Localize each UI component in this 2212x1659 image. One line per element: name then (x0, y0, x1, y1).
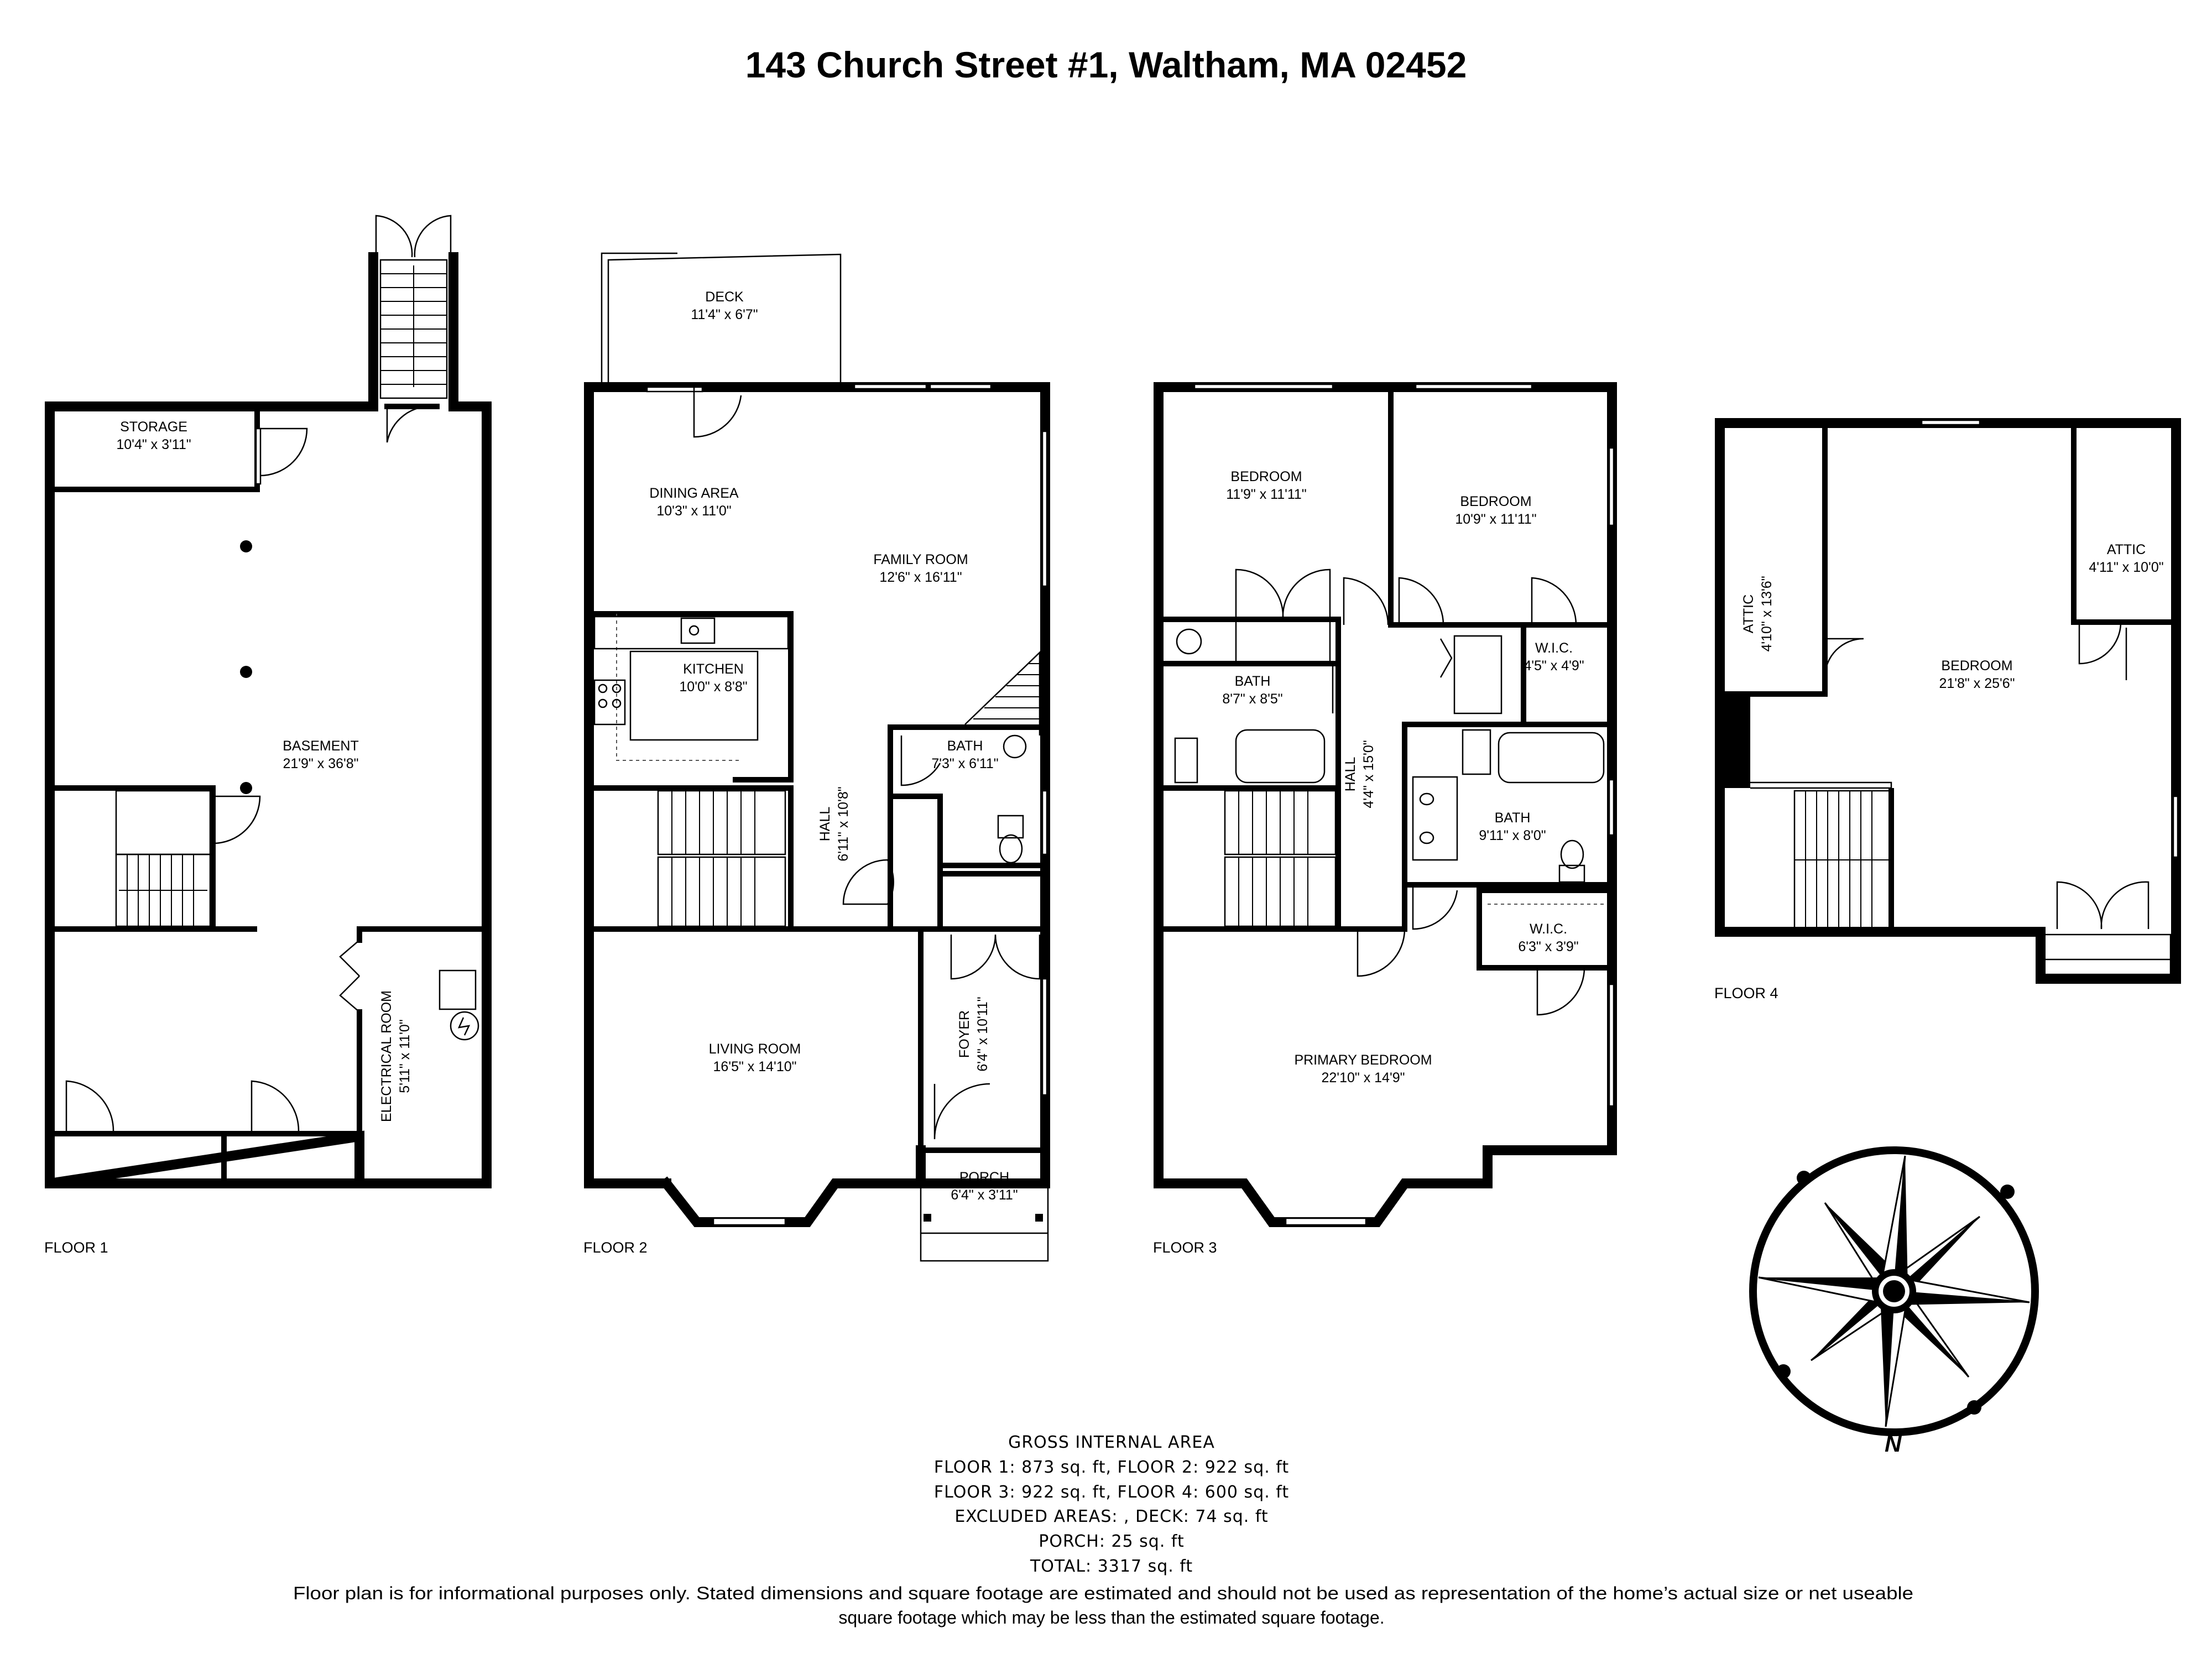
room-dim-storage: 10'4" x 3'11" (116, 437, 191, 452)
room-label-kitchen: KITCHEN (683, 661, 744, 677)
room-dim-kitchen: 10'0" x 8'8" (679, 679, 747, 695)
room-dim-foyer: 6'4" x 10'11" (975, 997, 990, 1071)
area-summary-line: FLOOR 1: 873 sq. ft, FLOOR 2: 922 sq. ft (934, 1458, 1289, 1477)
room-label-bedroom: BEDROOM (1941, 658, 2012, 674)
column-post (240, 782, 252, 794)
room-dim-deck: 11'4" x 6'7" (691, 307, 758, 322)
room-dim-basement: 21'9" x 36'8" (283, 756, 358, 771)
room-dim-electrical: 5'11" x 11'0" (397, 1019, 413, 1093)
room-dim-bedroom: 21'8" x 25'6" (1939, 676, 2015, 691)
room-dim-bedroom: 10'9" x 11'11" (1455, 512, 1536, 527)
floor3-stairs (1224, 790, 1337, 927)
room-dim-living: 16'5" x 14'10" (713, 1059, 796, 1074)
room-label-porch: PORCH (959, 1170, 1009, 1185)
area-summary-line: PORCH: 25 sq. ft (1039, 1532, 1184, 1551)
room-label-wic: W.I.C. (1535, 640, 1573, 656)
gross-internal-area-summary: GROSS INTERNAL AREA FLOOR 1: 873 sq. ft,… (934, 1433, 1289, 1576)
room-label-hall: HALL (1343, 757, 1358, 792)
compass-north-label: N (1885, 1431, 1902, 1457)
room-label-storage: STORAGE (120, 419, 187, 435)
floor-2-plan: DECK 11'4" x 6'7" DINING AREA 10'3" x 11… (583, 252, 1050, 1262)
room-label-dining: DINING AREA (649, 486, 738, 501)
stairs-up-to-floor-3 (964, 651, 1041, 735)
room-dim-bath: 7'3" x 6'11" (931, 756, 998, 771)
room-dim-family: 12'6" x 16'11" (879, 570, 962, 585)
floor-label: FLOOR 3 (1153, 1239, 1217, 1256)
room-label-basement: BASEMENT (283, 738, 359, 754)
page-title: 143 Church Street #1, Waltham, MA 02452 (745, 44, 1467, 85)
floor-4-plan: ATTIC 4'10" x 13'6" ATTIC 4'11" x 10'0" … (1714, 418, 2181, 1001)
room-label-wic: W.I.C. (1530, 921, 1567, 937)
floor-label: FLOOR 4 (1714, 985, 1778, 1001)
room-label-foyer: FOYER (957, 1010, 972, 1058)
floor-1-plan: STORAGE 10'4" x 3'11" BASEMENT 21'9" x 3… (44, 215, 492, 1256)
room-label-attic: ATTIC (2107, 542, 2146, 557)
room-label-family: FAMILY ROOM (873, 552, 968, 567)
room-label-bath: BATH (1495, 810, 1531, 826)
room-label-bath: BATH (1235, 674, 1271, 689)
room-label-primary-bedroom: PRIMARY BEDROOM (1294, 1052, 1432, 1068)
room-dim-primary-bedroom: 22'10" x 14'9" (1321, 1070, 1405, 1086)
area-summary-total: TOTAL: 3317 sq. ft (1030, 1557, 1193, 1576)
room-label-bath: BATH (947, 738, 983, 754)
disclaimer-line: square footage which may be less than th… (838, 1608, 1384, 1627)
room-label-bedroom: BEDROOM (1230, 469, 1302, 484)
room-label-living: LIVING ROOM (709, 1041, 801, 1057)
room-label-hall: HALL (817, 807, 833, 842)
room-label-bedroom: BEDROOM (1460, 494, 1531, 509)
room-dim-attic: 4'10" x 13'6" (1759, 576, 1775, 651)
room-dim-hall: 4'4" x 15'0" (1361, 740, 1376, 808)
floor-label: FLOOR 2 (583, 1239, 648, 1256)
compass-rose-icon: N (1749, 1146, 2039, 1457)
area-summary-line: FLOOR 3: 922 sq. ft, FLOOR 4: 600 sq. ft (934, 1483, 1289, 1502)
room-label-deck: DECK (705, 289, 744, 305)
area-summary-line: EXCLUDED AREAS: , DECK: 74 sq. ft (954, 1507, 1268, 1526)
floor-3-plan: BEDROOM 11'9" x 11'11" BEDROOM 10'9" x 1… (1153, 382, 1617, 1256)
column-post (240, 540, 252, 552)
room-label-electrical: ELECTRICAL ROOM (379, 990, 394, 1122)
room-dim-wic: 4'5" x 4'9" (1524, 658, 1584, 674)
room-label-attic: ATTIC (1741, 594, 1756, 633)
floor-label: FLOOR 1 (44, 1239, 108, 1256)
room-dim-bedroom: 11'9" x 11'11" (1226, 487, 1306, 502)
bulkhead-door (375, 215, 452, 258)
room-dim-bath: 9'11" x 8'0" (1479, 828, 1546, 843)
main-stairs (657, 790, 786, 927)
room-dim-hall: 6'11" x 10'8" (836, 786, 851, 861)
room-dim-porch: 6'4" x 3'11" (951, 1187, 1018, 1203)
room-dim-dining: 10'3" x 11'0" (656, 503, 731, 519)
room-dim-bath: 8'7" x 8'5" (1222, 691, 1282, 707)
floor4-stairs (1793, 790, 1892, 930)
basement-stairs (115, 790, 211, 927)
room-dim-attic: 4'11" x 10'0" (2089, 560, 2163, 575)
area-summary-heading: GROSS INTERNAL AREA (1008, 1433, 1215, 1452)
disclaimer-line: Floor plan is for informational purposes… (293, 1583, 1913, 1603)
column-post (240, 666, 252, 678)
exterior-stairs (379, 259, 448, 399)
room-dim-wic: 6'3" x 3'9" (1518, 939, 1578, 954)
